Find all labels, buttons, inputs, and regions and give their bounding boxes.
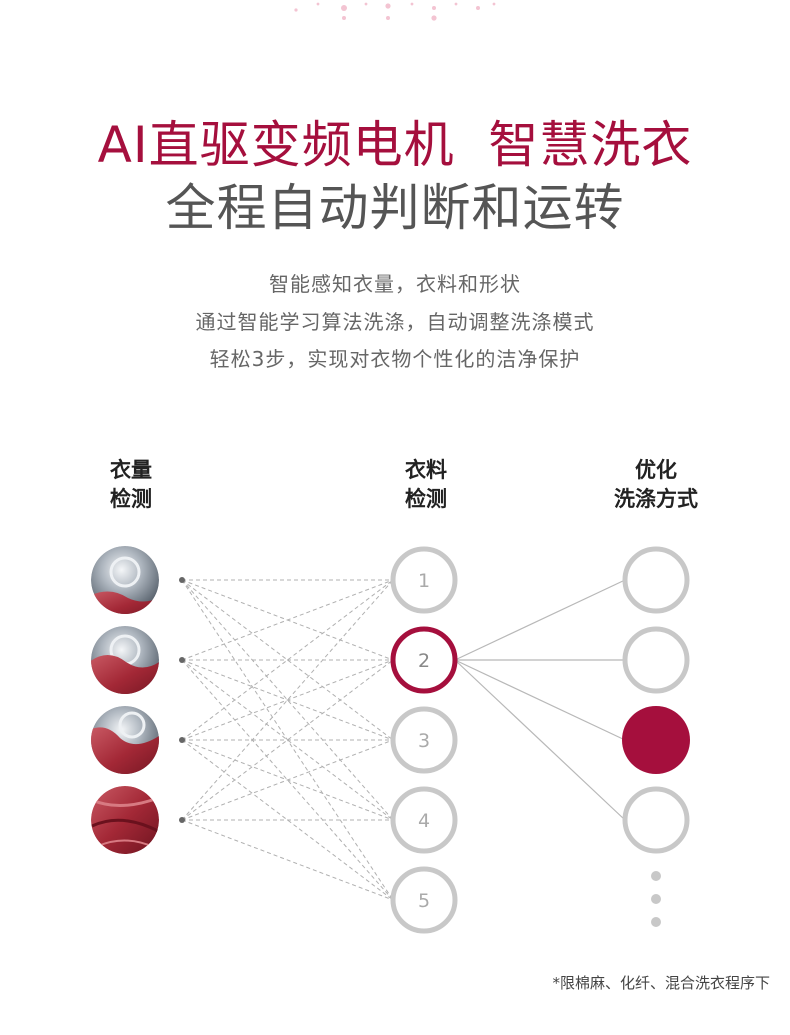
- fabric-node-4: 4: [390, 786, 458, 854]
- headline-line1: AI直驱变频电机 智慧洗衣: [97, 116, 693, 174]
- dashed-link-2-4: [181, 659, 394, 821]
- dashed-link-2-5: [181, 659, 394, 901]
- dashed-connections: [181, 579, 394, 901]
- column-header-load: 衣量 检测: [51, 456, 211, 514]
- fabric-node-3: 3: [390, 706, 458, 774]
- description-line-3: 轻松3步，实现对衣物个性化的洁净保护: [209, 347, 581, 371]
- dashed-link-3-5: [181, 739, 394, 901]
- fabric-node-1: 1: [390, 546, 458, 614]
- dashed-link-3-1: [181, 579, 394, 741]
- solid-link-1: [454, 579, 626, 661]
- dashed-link-4-5: [181, 819, 394, 901]
- fabric-node-1-label: 1: [418, 570, 430, 592]
- column-header-fabric: 衣料 检测: [346, 456, 506, 514]
- footnote: *限棉麻、化纤、混合洗衣程序下: [552, 974, 770, 992]
- solid-link-3: [454, 659, 626, 741]
- option-node-3-selected: [622, 706, 690, 774]
- load-connector-4: [179, 817, 185, 823]
- fabric-node-5: 5: [390, 866, 458, 934]
- dashed-link-2-1: [181, 579, 394, 661]
- solid-connections: [454, 579, 626, 821]
- fabric-node-3-label: 3: [418, 730, 430, 752]
- description-line-2: 通过智能学习算法洗涤，自动调整洗涤模式: [195, 310, 595, 334]
- dashed-link-4-2: [181, 659, 394, 821]
- dashed-link-4-3: [181, 739, 394, 821]
- column-header-fabric-line2: 检测: [405, 487, 447, 511]
- dashed-link-3-2: [181, 659, 394, 741]
- column-header-fabric-line1: 衣料: [405, 458, 447, 482]
- column-header-load-line2: 检测: [110, 487, 152, 511]
- fabric-node-4-label: 4: [418, 810, 430, 832]
- load-node-3: [91, 706, 159, 774]
- load-connector-1: [179, 577, 185, 583]
- load-node-1: [91, 546, 159, 614]
- load-node-2: [91, 626, 159, 694]
- load-connector-2: [179, 657, 185, 663]
- fabric-node-5-label: 5: [418, 890, 430, 912]
- column-header-optimize-line2: 洗涤方式: [614, 487, 698, 511]
- option-node-4: [622, 786, 690, 854]
- load-node-4: [91, 786, 159, 854]
- option-node-2: [622, 626, 690, 694]
- column-header-load-line1: 衣量: [110, 458, 152, 482]
- dashed-link-4-1: [181, 579, 394, 821]
- column-header-optimize-line1: 优化: [635, 458, 677, 482]
- decorative-dots: [294, 2, 496, 21]
- column-header-optimize: 优化 洗涤方式: [576, 456, 736, 514]
- description-line-1: 智能感知衣量，衣料和形状: [269, 272, 521, 296]
- solid-link-4: [454, 659, 626, 821]
- fabric-node-2: 2: [390, 626, 458, 694]
- dashed-link-1-4: [181, 579, 394, 821]
- headline-line2: 全程自动判断和运转: [165, 179, 625, 237]
- load-connector-3: [179, 737, 185, 743]
- fabric-node-2-label: 2: [418, 650, 430, 672]
- option-node-1: [622, 546, 690, 614]
- more-options-ellipsis: [651, 871, 661, 927]
- dashed-link-1-3: [181, 579, 394, 741]
